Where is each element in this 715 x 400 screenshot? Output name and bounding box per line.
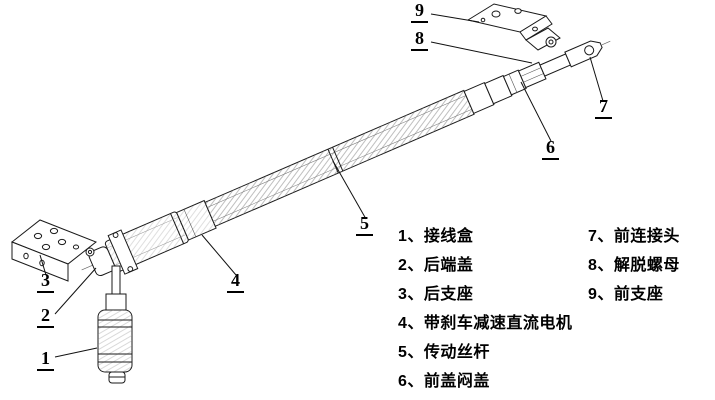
screw-tube xyxy=(204,89,475,227)
callout-1: 1 xyxy=(37,349,54,371)
legend-item-5: 5、传动丝杆 xyxy=(398,344,490,361)
rear-bracket xyxy=(11,219,97,282)
callout-8: 8 xyxy=(411,29,428,51)
legend-item-8: 8、解脱螺母 xyxy=(588,257,680,274)
front-connector xyxy=(539,40,603,77)
legend-item-1: 1、接线盒 xyxy=(398,228,474,245)
leader-9 xyxy=(430,13,480,23)
callout-3: 3 xyxy=(37,271,54,293)
junction-box xyxy=(97,265,133,384)
front-bracket xyxy=(466,3,561,51)
leader-lines xyxy=(39,13,604,358)
leader-2 xyxy=(54,267,97,315)
callout-2: 2 xyxy=(37,306,54,328)
leader-5 xyxy=(332,160,367,220)
legend-item-6: 6、前盖闷盖 xyxy=(398,373,490,390)
front-bracket-lug xyxy=(525,27,561,51)
legend-item-9: 9、前支座 xyxy=(588,286,664,303)
leader-3 xyxy=(39,254,47,276)
parts-legend-left: 1、接线盒 2、后端盖 3、后支座 4、带刹车减速直流电机 5、传动丝杆 6、前… xyxy=(398,222,572,396)
leader-7 xyxy=(589,56,604,102)
actuator-assembly xyxy=(11,3,611,384)
callout-5: 5 xyxy=(356,214,373,236)
leader-4 xyxy=(201,234,237,276)
front-cap xyxy=(463,69,527,115)
parts-legend-right: 7、前连接头 8、解脱螺母 9、前支座 xyxy=(588,222,680,309)
legend-item-7: 7、前连接头 xyxy=(588,228,680,245)
release-nut xyxy=(517,61,547,89)
callout-9: 9 xyxy=(411,1,428,23)
legend-item-4: 4、带刹车减速直流电机 xyxy=(398,315,573,332)
leader-6 xyxy=(520,81,552,142)
leader-1 xyxy=(54,347,98,358)
leader-8 xyxy=(430,41,533,64)
callout-7: 7 xyxy=(595,97,612,119)
mounting-clamp xyxy=(107,229,139,275)
callout-6: 6 xyxy=(542,138,559,160)
legend-item-3: 3、后支座 xyxy=(398,286,474,303)
callout-4: 4 xyxy=(227,271,244,293)
gearbox xyxy=(175,199,217,241)
legend-item-2: 2、后端盖 xyxy=(398,257,474,274)
